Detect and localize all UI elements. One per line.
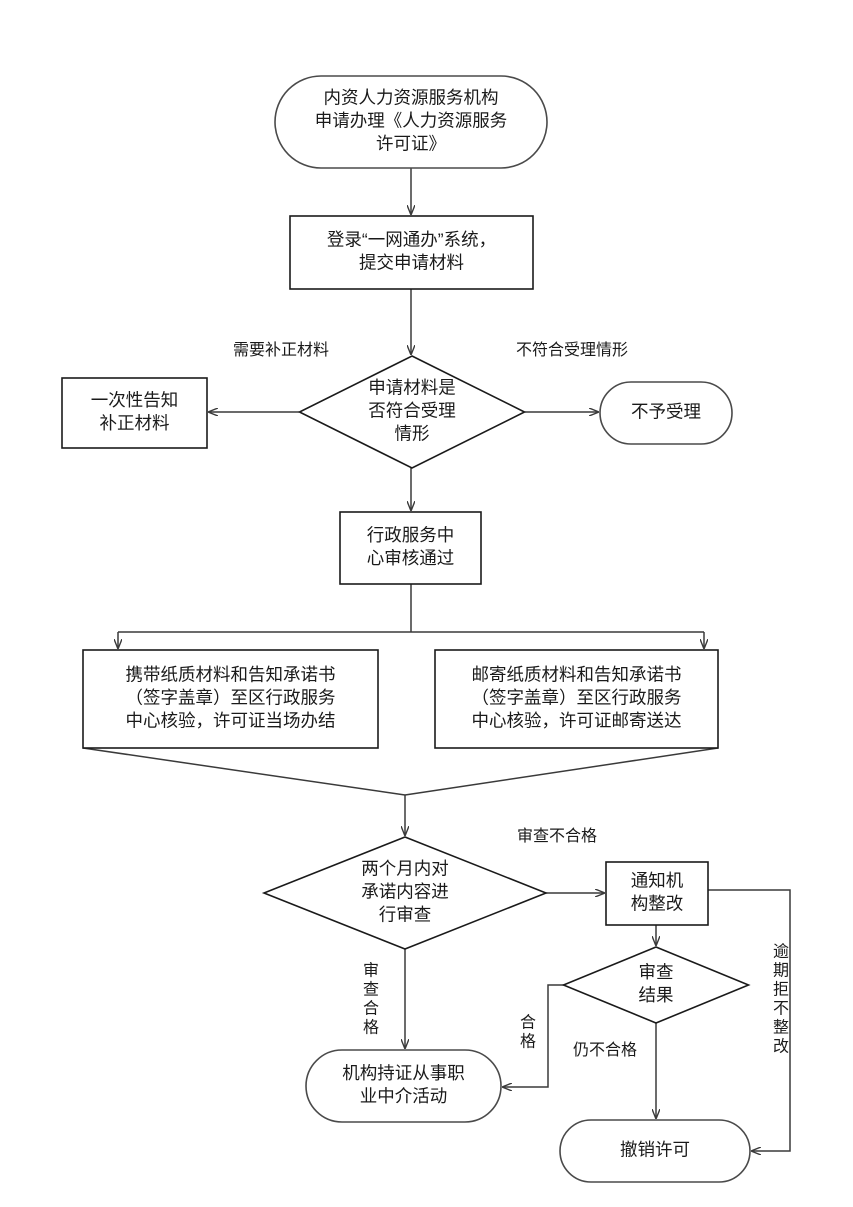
node-label-line: 撤销许可 (620, 1140, 690, 1160)
process-shape (605, 861, 709, 926)
edge-label-char: 改 (773, 1038, 789, 1056)
node-submit: 登录“一网通办”系统， 提交申请材料 (289, 215, 534, 290)
edge-label-char: 格 (363, 1019, 379, 1037)
edge-label-qualified: 合格 (520, 1014, 536, 1051)
decision-shape (261, 836, 549, 950)
connector-notify-overdue-to-revoke (708, 889, 791, 1151)
process-shape (289, 215, 534, 290)
node-label-line: 行审查 (379, 905, 432, 925)
node-label-line: 申请材料是 (368, 378, 456, 398)
node-label-line: （签字盖章）至区行政服务 (126, 688, 336, 708)
node-label-line: 一次性告知 (91, 390, 179, 410)
edge-label-char: 不 (773, 1001, 789, 1018)
node-label-line: 心审核通过 (367, 548, 455, 568)
node-label-line: 通知机 (631, 871, 684, 891)
node-label-line: 两个月内对 (361, 859, 449, 879)
process-shape (61, 377, 208, 449)
edge-label-char: 审 (363, 962, 379, 980)
connector-center-split-to-carry (118, 584, 704, 648)
node-label-line: 审查 (639, 962, 674, 982)
node-label-line: 机构持证从事职 (342, 1063, 465, 1083)
edge-label-char: 期 (773, 962, 789, 980)
node-label-line: 结果 (639, 985, 674, 1005)
process-shape (339, 511, 482, 585)
node-label-line: 邮寄纸质材料和告知承诺书 (472, 665, 682, 685)
node-label-line: 提交申请材料 (359, 253, 464, 273)
node-label-line: 情形 (395, 424, 430, 444)
edge-label-layer: 需要补正材料不符合受理情形审查不合格审查合格合格仍不合格逾期拒不整改 (233, 341, 789, 1059)
connector-mail-merge (404, 747, 719, 796)
terminator-shape (274, 75, 548, 169)
edge-label-char: 格 (520, 1033, 536, 1051)
node-label-line: 携带纸质材料和告知承诺书 (126, 665, 336, 685)
node-label-line: 中心核验，许可证当场办结 (126, 711, 336, 731)
node-label-line: 中心核验，许可证邮寄送达 (472, 711, 682, 731)
process-shape (82, 649, 379, 749)
edge-label-still_unqualified: 仍不合格 (573, 1041, 637, 1059)
connector-carry-merge (82, 747, 406, 796)
edge-label-char: 整 (773, 1019, 789, 1037)
node-label-line: 否符合受理 (368, 401, 456, 421)
node-reject: 不予受理 (599, 381, 733, 445)
edge-label-need_fix: 需要补正材料 (233, 341, 329, 359)
node-label-line: 承诺内容进 (361, 882, 449, 902)
node-label-line: 内资人力资源服务机构 (324, 88, 499, 108)
edge-label-review_fail: 审查不合格 (517, 827, 597, 845)
terminator-shape (559, 1119, 751, 1183)
node-label-line: 补正材料 (100, 413, 170, 433)
node-label-line: （签字盖章）至区行政服务 (472, 688, 682, 708)
decision-shape (561, 946, 751, 1024)
node-label-line: 不予受理 (631, 402, 701, 422)
node-label-line: 登录“一网通办”系统， (327, 230, 496, 250)
node-label-line: 业中介活动 (360, 1086, 448, 1106)
node-label-line: 申请办理《人力资源服务 (315, 111, 508, 131)
terminator-shape (599, 381, 733, 445)
edge-label-char: 逾 (773, 943, 789, 961)
terminator-shape (305, 1049, 502, 1123)
node-label-line: 行政服务中 (367, 525, 455, 545)
decision-shape (297, 355, 527, 469)
connector-layer (82, 168, 791, 1151)
connector-result-qualified-to-operate (503, 984, 564, 1087)
edge-label-char: 查 (363, 981, 379, 999)
edge-label-not_eligible: 不符合受理情形 (516, 341, 628, 359)
edge-label-char: 合 (520, 1014, 536, 1032)
process-shape (434, 649, 719, 749)
node-label-line: 许可证》 (376, 134, 446, 154)
edge-label-char: 拒 (773, 981, 789, 999)
node-revoke: 撤销许可 (559, 1119, 751, 1183)
node-label-line: 构整改 (631, 894, 684, 914)
edge-label-char: 合 (363, 1000, 379, 1018)
